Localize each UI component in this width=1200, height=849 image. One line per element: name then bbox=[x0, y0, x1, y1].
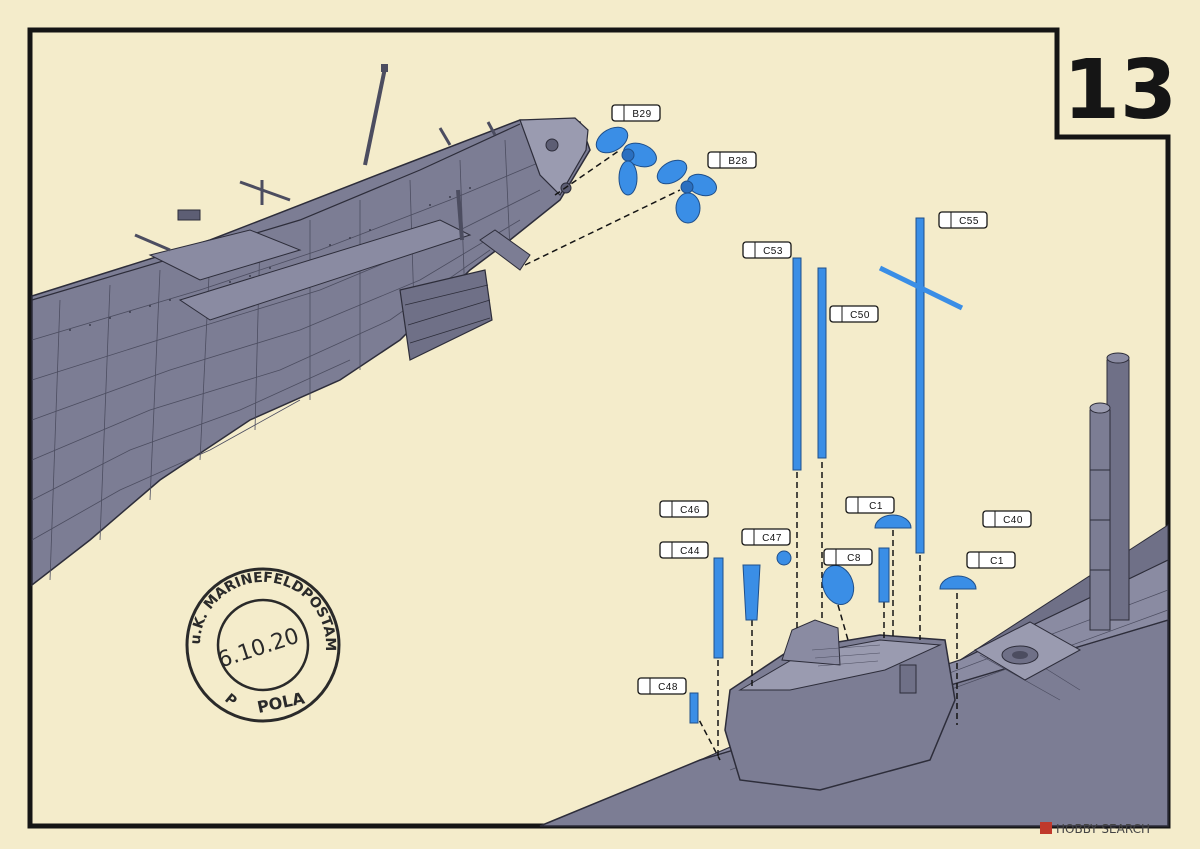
watermark-text: HOBBY SEARCH bbox=[1056, 822, 1150, 836]
propeller-b28 bbox=[656, 159, 718, 224]
part-leader-lines bbox=[694, 462, 958, 761]
stern-dive-plane bbox=[148, 229, 302, 281]
part-c48 bbox=[689, 692, 699, 724]
part-c1a bbox=[874, 514, 912, 529]
hull-stern-section bbox=[31, 64, 591, 587]
callout-c50: C50 bbox=[829, 305, 879, 323]
hull-midsection bbox=[539, 352, 1169, 827]
callout-c53: C53 bbox=[742, 241, 792, 259]
callout-label-c1b: C1 bbox=[990, 556, 1004, 567]
part-c55-yard bbox=[878, 265, 964, 311]
callout-label-b29: B29 bbox=[632, 109, 651, 120]
callout-label-c8: C8 bbox=[847, 553, 861, 564]
callout-label-b28: B28 bbox=[728, 156, 747, 167]
callout-label-c50: C50 bbox=[850, 310, 870, 321]
stern-bollard bbox=[177, 209, 201, 221]
conning-tower-door bbox=[899, 664, 917, 694]
stern-antenna-post-1 bbox=[239, 180, 291, 202]
part-c46 bbox=[742, 564, 761, 621]
callout-c55: C55 bbox=[938, 211, 988, 229]
stern-mast bbox=[363, 67, 387, 166]
callout-c1a: C1 bbox=[845, 496, 895, 514]
part-c8 bbox=[821, 565, 855, 605]
conning-tower-dome bbox=[781, 619, 841, 666]
watermark: HOBBY SEARCH bbox=[1040, 822, 1150, 836]
callout-label-c48: C48 bbox=[658, 682, 678, 693]
part-c40 bbox=[878, 547, 890, 603]
callout-c46: C46 bbox=[659, 500, 709, 518]
stern-guard-box bbox=[399, 269, 493, 361]
callout-label-c47: C47 bbox=[762, 533, 782, 544]
callout-label-c55: C55 bbox=[959, 216, 979, 227]
part-c1b bbox=[939, 575, 977, 590]
callout-c48: C48 bbox=[637, 677, 687, 695]
new-parts bbox=[689, 217, 977, 724]
part-c44 bbox=[713, 557, 724, 659]
callout-label-c46: C46 bbox=[680, 505, 700, 516]
callout-c47: C47 bbox=[741, 528, 791, 546]
leader-b29 bbox=[554, 149, 621, 196]
stern-deck bbox=[31, 123, 521, 301]
propeller-shaft-hub-port bbox=[545, 138, 559, 152]
leader-b28 bbox=[524, 189, 681, 266]
part-c53 bbox=[792, 257, 802, 471]
stern-rudder-plane bbox=[178, 219, 472, 321]
step-frame bbox=[27, 27, 1171, 829]
callout-label-c44: C44 bbox=[680, 546, 700, 557]
stern-strut bbox=[479, 229, 531, 271]
callout-c1b: C1 bbox=[966, 551, 1016, 569]
part-c55-mast bbox=[915, 217, 925, 554]
callout-c40: C40 bbox=[982, 510, 1032, 528]
callout-label-c1a: C1 bbox=[869, 501, 883, 512]
stern-endcap bbox=[519, 117, 589, 196]
callout-c8: C8 bbox=[823, 548, 873, 566]
callout-b28: B28 bbox=[707, 151, 757, 169]
propeller-b29 bbox=[595, 126, 657, 196]
part-c50 bbox=[817, 267, 827, 459]
deck-funnels bbox=[1089, 352, 1130, 631]
callout-b29: B29 bbox=[611, 104, 661, 122]
part-c47 bbox=[776, 550, 792, 566]
callout-label-c53: C53 bbox=[763, 246, 783, 257]
step-number: 13 bbox=[1063, 43, 1177, 138]
callout-label-c40: C40 bbox=[1003, 515, 1023, 526]
hull-rivets bbox=[69, 187, 471, 331]
callout-c44: C44 bbox=[659, 541, 709, 559]
stern-antenna-post-2 bbox=[134, 233, 171, 252]
